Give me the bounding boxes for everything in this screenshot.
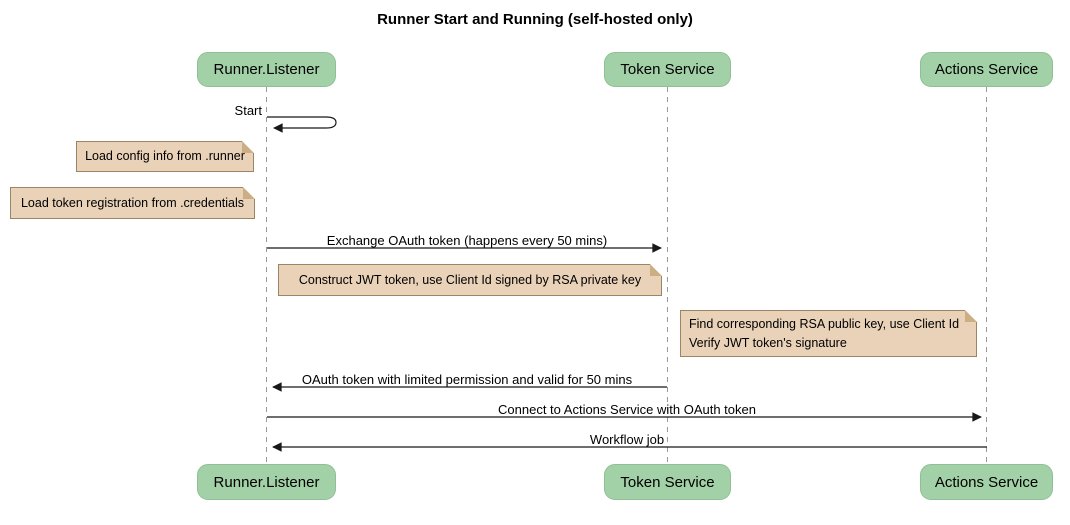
note-verify-jwt: Find corresponding RSA public key, use C… (680, 310, 977, 357)
message-label-exchange-oauth: Exchange OAuth token (happens every 50 m… (326, 233, 608, 248)
participant-bottom-runner-listener: Runner.Listener (197, 464, 336, 500)
message-label-workflow-job: Workflow job (589, 432, 665, 447)
participant-label: Runner.Listener (213, 61, 320, 78)
message-label-start: Start (234, 103, 262, 118)
diagram-title: Runner Start and Running (self-hosted on… (377, 11, 693, 28)
note-text-line2: Verify JWT token's signature (689, 335, 847, 350)
participant-top-token-service: Token Service (604, 52, 731, 87)
message-label-connect-actions: Connect to Actions Service with OAuth to… (498, 402, 756, 417)
participant-label: Actions Service (934, 473, 1039, 491)
participant-label: Token Service (620, 473, 715, 491)
note-text: Construct JWT token, use Client Id signe… (298, 272, 642, 287)
participant-bottom-actions-service: Actions Service (920, 464, 1053, 500)
note-construct-jwt: Construct JWT token, use Client Id signe… (278, 264, 662, 296)
participant-bottom-token-service: Token Service (604, 464, 731, 500)
note-load-config: Load config info from .runner (76, 141, 254, 172)
message-arrow-start-self (267, 116, 337, 133)
participant-label: Runner.Listener (213, 473, 320, 491)
participant-top-runner-listener: Runner.Listener (197, 52, 336, 87)
note-load-token-registration: Load token registration from .credential… (10, 187, 255, 219)
participant-label: Token Service (620, 61, 715, 78)
participant-label: Actions Service (934, 61, 1039, 78)
note-text-line1: Find corresponding RSA public key, use C… (689, 317, 960, 332)
participant-top-actions-service: Actions Service (920, 52, 1053, 87)
note-text: Load config info from .runner (85, 149, 245, 164)
note-text: Load token registration from .credential… (20, 195, 245, 210)
message-label-oauth-return: OAuth token with limited permission and … (301, 372, 633, 387)
